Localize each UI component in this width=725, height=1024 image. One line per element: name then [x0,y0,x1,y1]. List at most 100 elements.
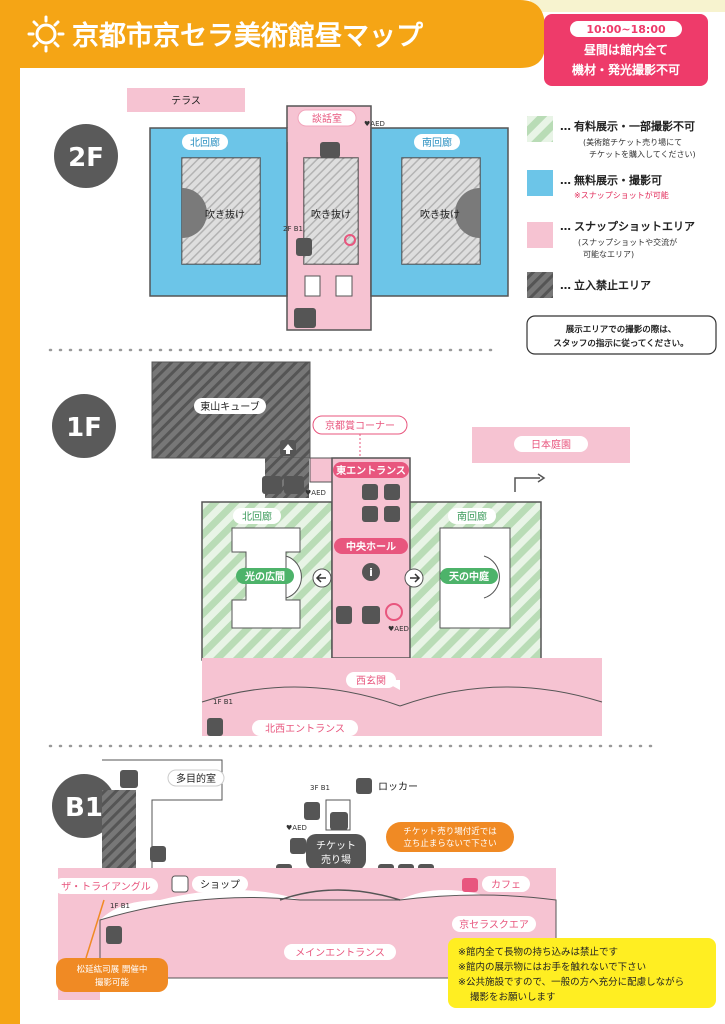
legend-dots-snapshot: … [560,220,571,233]
stairs-icon-b1 [330,812,348,830]
ticket-counter [306,834,366,870]
legend-dots-noentry: … [560,279,571,292]
staff-note-line1: 展示エリアでの撮影の際は、 [565,324,677,335]
floor-badge-1f [52,394,116,458]
east-entrance-label: 東エントランス [336,464,406,477]
elevator-icon-b1-lower [106,926,122,944]
elevator-icon-1f [336,606,352,624]
floor-b1: B1 多目的室 ロッカー 3F B1 ♥AED チケット 売り場 チケット売り場… [52,759,557,1000]
legend-free-note: ※スナップショットが可能 [574,190,669,200]
elevator-icon-b1 [304,802,320,820]
locker-icon [356,778,372,794]
garden-label: 日本庭園 [531,438,571,451]
elevator-floors-1f: 1F B1 [213,698,233,706]
garden-arrow-icon [514,477,540,492]
hikari-label: 光の広間 [244,570,285,583]
locker-icon-1f [262,476,282,494]
restroom-icon-b1 [120,770,138,788]
rule-1: ※館内全て長物の持ち込みは禁止です [458,946,618,958]
aed-1f-lower: ♥AED [388,625,409,633]
central-hall-label: 中央ホール [346,540,396,553]
notice-hours: 10:00~18:00 [586,23,666,36]
notice-line1: 昼間は館内全て [583,42,668,57]
coin-locker-icon [290,838,306,854]
accessibility-icon [344,234,356,246]
kyocera-square-label: 京セラスクエア [459,918,529,931]
elevator-floors-2f: 2F B1 [283,225,303,233]
legend: … 有料展示・一部撮影不可 (美術館チケット売り場にて チケットを購入してくださ… [526,116,717,355]
floor-badge-2f [54,124,118,188]
aed-1f-upper: ♥AED [305,489,326,497]
legend-swatch-free [527,170,553,196]
legend-noentry-title: 立入禁止エリア [574,278,651,292]
restroom-icon [320,142,340,158]
restroom-icon-1f [284,476,304,494]
ticket-warning-line2: 立ち止まらないで下さい [403,838,496,849]
staff-note-line2: スタッフの指示に従ってください。 [553,338,688,349]
ticket-label-1: チケット [316,840,356,852]
ticket-label-2: 売り場 [321,853,351,866]
north-corridor-label-2f: 北回廊 [190,136,220,149]
shop-icon [171,875,189,893]
legend-dots-free: … [560,174,571,187]
multi-room-label: 多目的室 [176,772,216,785]
legend-swatch-noentry [527,272,553,298]
cafe-icon [462,878,478,892]
atrium-center-label: 吹き抜け [311,208,351,221]
legend-swatch-snapshot [527,222,553,248]
ticket-warning-line1: チケット売り場付近では [403,826,497,837]
main-entrance-label: メインエントランス [295,947,385,959]
elevator-icon [296,238,312,256]
atrium-north-label: 吹き抜け [205,208,245,221]
floor-badge-1f-label: 1F [66,413,102,443]
legend-snapshot-note2: 可能なエリア) [583,249,634,259]
elevator-floors-b1-upper: 3F B1 [310,784,330,792]
matsunobe-line2: 撮影可能 [95,977,130,988]
ten-label: 天の中庭 [449,570,490,583]
floor-badge-b1 [52,774,116,838]
photo-notice: 10:00~18:00 昼間は館内全て 機材・発光撮影不可 [544,14,708,86]
atrium-south-label: 吹き抜け [420,208,460,221]
notice-line2: 機材・発光撮影不可 [572,62,680,77]
header: 京都市京セラ美術館昼マップ [0,0,545,68]
northwest-entrance-label: 北西エントランス [265,723,345,735]
info-icon [362,563,380,581]
info-desk-icon [384,506,400,522]
rule-4: 撮影をお願いします [470,991,556,1003]
kyotoshou-label: 京都賞コーナー [325,419,395,432]
aed-b1: ♥AED [286,824,307,832]
cafe-label: カフェ [491,879,521,891]
floor-1f: 1F 東山キューブ 京都賞コーナー 日本庭園 北回廊 光の広間 南回廊 天の中庭 [52,361,630,736]
legend-paid-note2: チケットを購入してください) [589,149,696,159]
legend-swatch-paid [527,116,553,142]
stairs-icon-1f [362,606,380,624]
locker-label: ロッカー [378,781,418,793]
elevator-floors-b1-lower: 1F B1 [110,902,130,910]
locker-icon-b1 [150,846,166,862]
south-corridor-label-2f: 南回廊 [422,136,452,149]
restroom-icon-1f-b [384,484,400,500]
legend-paid-note1: (美術館チケット売り場にて [583,137,682,147]
south-corridor-label-1f: 南回廊 [457,510,487,523]
legend-dots-paid: … [560,120,571,133]
b1-noentry-block [102,790,136,868]
legend-snapshot-title: スナップショットエリア [574,219,695,233]
nursing-icon [362,484,378,500]
staff-note-box [526,315,717,355]
triangle-label: ザ・トライアングル [61,880,151,893]
terrace-2f [127,88,245,112]
terrace-label: テラス [171,95,201,107]
elevator-icon-nw [207,718,223,736]
northwest-entrance-area [202,665,602,736]
west-entrance-label: 西玄関 [356,674,386,687]
legend-paid-title: 有料展示・一部撮影不可 [574,119,695,133]
ticket-warning [386,822,514,852]
legend-snapshot-note1: (スナップショットや交流が [578,237,677,247]
floor-2f: 2F テラス 談話室 ♥AED 北回廊 吹き抜け 吹き抜け 2F B1 南回 [54,88,509,331]
header-band [0,0,545,68]
lounge-label: 談話室 [312,112,342,125]
legend-free-title: 無料展示・撮影可 [574,173,662,187]
floor-badge-b1-label: B1 [65,793,103,823]
